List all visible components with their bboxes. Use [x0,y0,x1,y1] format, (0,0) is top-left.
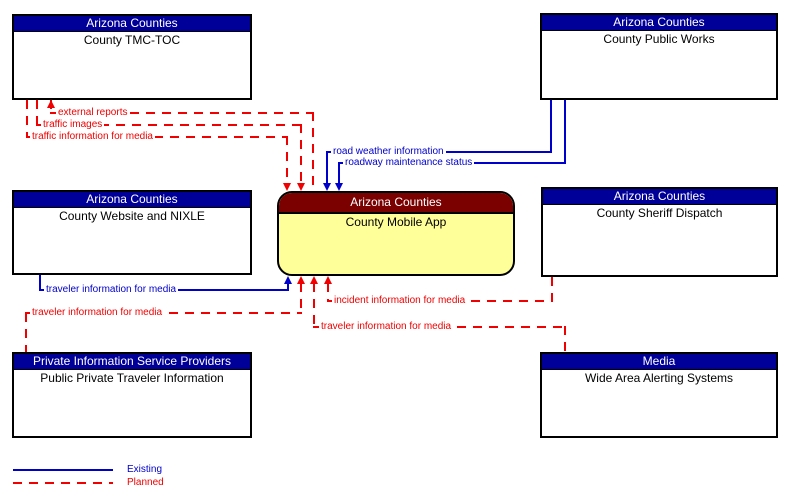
box-title: County Sheriff Dispatch [596,206,723,220]
box-county-mobile-app[interactable]: Arizona Counties County Mobile App [277,191,515,276]
box-header: Private Information Service Providers [14,354,250,370]
legend-existing-label: Existing [127,464,163,475]
box-header: Arizona Counties [14,192,250,208]
flow-label-traveler-information-for-media-app: traveler information for media [319,321,454,333]
legend-existing-line [13,469,113,471]
box-county-tmc-toc[interactable]: Arizona Counties County TMC-TOC [12,14,252,100]
box-header: Arizona Counties [14,16,250,32]
legend-planned-line [13,482,113,484]
arrowhead-down-icon [283,183,291,191]
flow-line-traffic-images [300,124,302,183]
box-title: Wide Area Alerting Systems [584,371,734,385]
box-wide-area-alerting-systems[interactable]: Media Wide Area Alerting Systems [540,352,778,438]
flow-label-traffic-information-for-media: traffic information for media [30,131,155,143]
flow-line-incident-information-for-media [327,283,329,301]
flow-label-incident-information-for-media: incident information for media [332,295,468,307]
arrowhead-up-icon [47,100,55,108]
flow-line-traveler-information-for-media-website [39,275,41,291]
flow-line-traffic-information-for-media [286,136,288,183]
flow-line-traffic-images [36,124,302,126]
flow-line-external-reports [312,112,314,191]
flow-line-roadway-maintenance-status [338,162,340,183]
flow-line-traffic-images [36,100,38,125]
box-county-website-nixle[interactable]: Arizona Counties County Website and NIXL… [12,190,252,275]
flow-line-road-weather-information [326,151,328,183]
arrowhead-down-icon [297,183,305,191]
flow-line-roadway-maintenance-status [564,100,566,163]
flow-label-traveler-information-for-media-website: traveler information for media [44,284,179,296]
flow-line-traffic-information-for-media [26,136,288,138]
flow-line-traveler-information-for-media-pisp [25,313,27,352]
flow-line-incident-information-for-media [551,277,553,302]
box-public-private-traveler-information[interactable]: Private Information Service Providers Pu… [12,352,252,438]
arrowhead-down-icon [323,183,331,191]
arrowhead-up-icon [297,276,305,284]
box-header: Media [542,354,776,370]
flow-line-road-weather-information [550,100,552,152]
flow-line-traveler-information-for-media-website [287,283,289,290]
flow-line-traveler-information-for-media-pisp [300,283,302,313]
flow-label-road-weather-information: road weather information [331,146,446,158]
box-county-public-works[interactable]: Arizona Counties County Public Works [540,13,778,100]
box-title: County Website and NIXLE [59,209,205,223]
arrowhead-down-icon [335,183,343,191]
flow-label-roadway-maintenance-status: roadway maintenance status [343,157,475,169]
arrowhead-up-icon [324,276,332,284]
box-header: Arizona Counties [542,15,776,31]
box-title: Public Private Traveler Information [40,371,224,385]
box-header: Arizona Counties [543,189,776,205]
box-title: County Mobile App [345,215,447,229]
box-title: County TMC-TOC [83,33,181,47]
legend-planned-label: Planned [127,477,164,488]
flow-line-traveler-information-for-media-app [313,283,315,328]
box-title: County Public Works [603,32,715,46]
flow-label-traveler-information-for-media-pisp: traveler information for media [30,307,165,319]
flow-label-external-reports: external reports [56,107,130,119]
arrowhead-up-icon [310,276,318,284]
flow-line-traveler-information-for-media-app [564,326,566,352]
box-header: Arizona Counties [279,193,513,214]
flow-label-traffic-images: traffic images [41,119,105,131]
flow-line-traffic-information-for-media [26,100,28,137]
flow-line-external-reports [50,112,314,114]
box-county-sheriff-dispatch[interactable]: Arizona Counties County Sheriff Dispatch [541,187,778,277]
arrowhead-up-icon [284,276,292,284]
